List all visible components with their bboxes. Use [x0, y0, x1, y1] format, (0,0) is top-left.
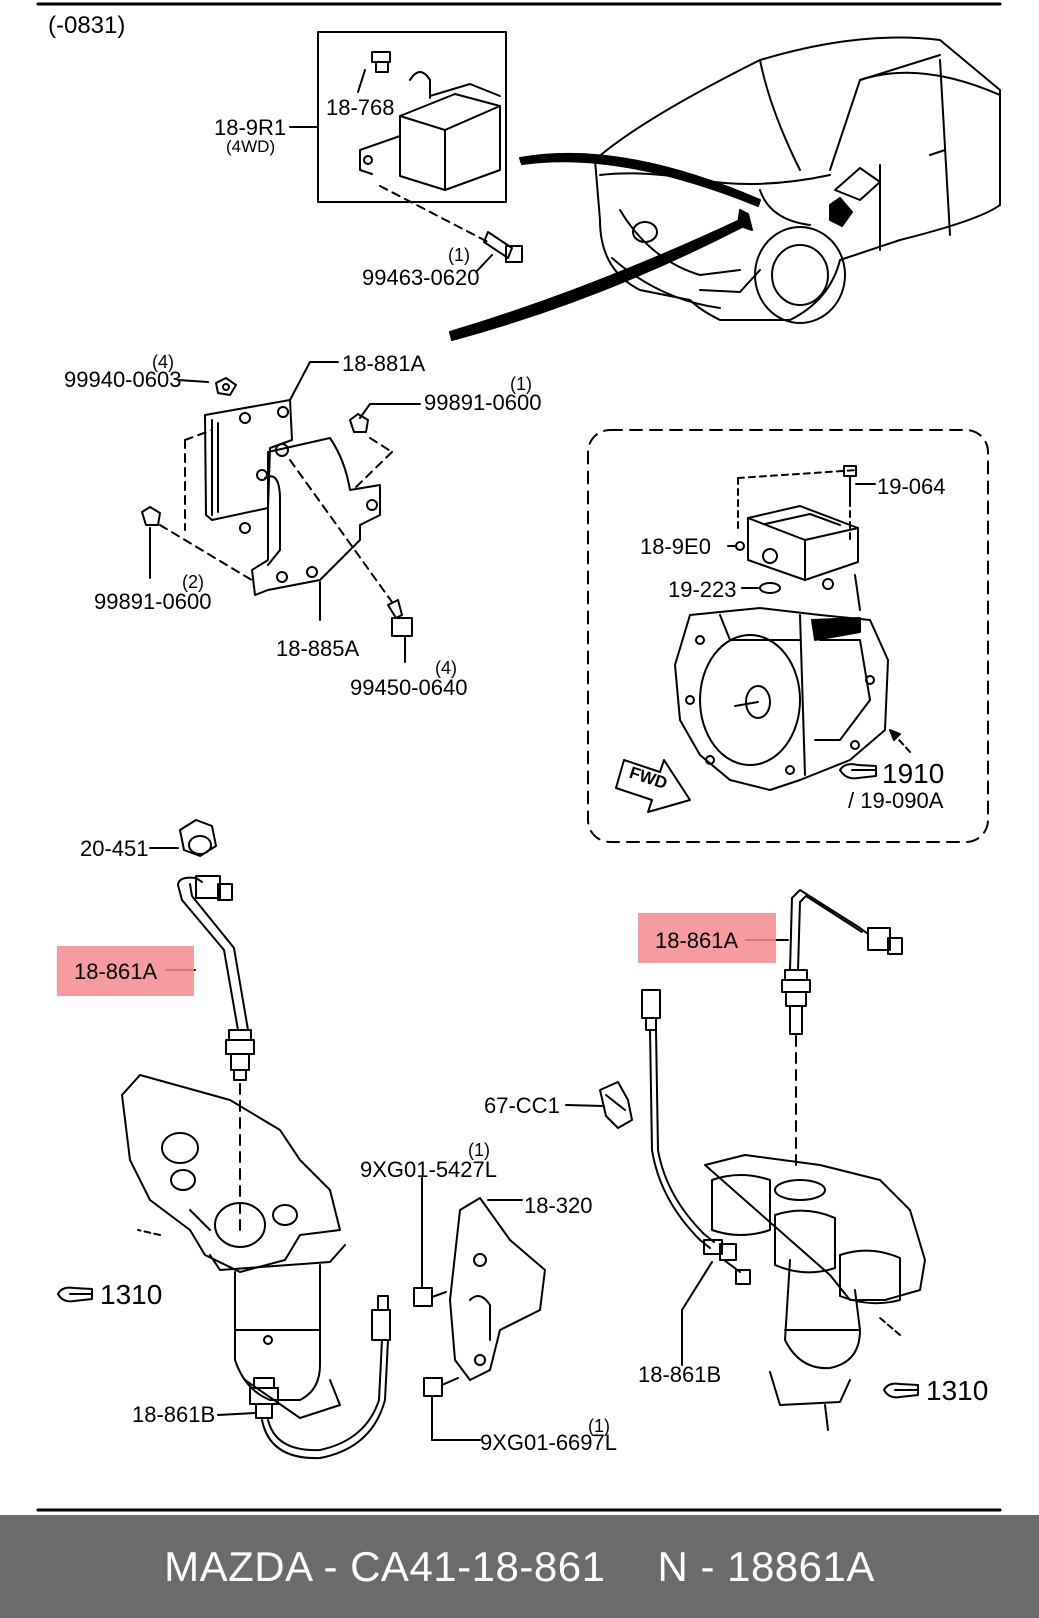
- bolt-99463-0620: [475, 231, 523, 273]
- label-18-861a-left: 18-861A: [74, 959, 158, 984]
- qty-99891-b: (2): [182, 572, 204, 592]
- ref-1910: 1910: [882, 758, 944, 789]
- pointer-stroke: [519, 152, 761, 207]
- qty-9xg01-5427l: (1): [468, 1140, 490, 1160]
- label-18-9e0: 18-9E0: [640, 534, 711, 559]
- highlight-18-861a-right: [638, 913, 776, 963]
- fwd-arrow: [615, 759, 691, 813]
- label-99463-0620: 99463-0620: [362, 265, 479, 290]
- hand-pointer-icon: [839, 763, 877, 780]
- label-99450-0640: 99450-0640: [350, 675, 467, 700]
- qty-99940: (4): [152, 352, 174, 372]
- vehicle-illustration: [594, 36, 1001, 324]
- label-99891-0600-b: 99891-0600: [94, 589, 211, 614]
- bracket-assembly: [204, 399, 381, 596]
- label-20-451: 20-451: [80, 836, 149, 861]
- heat-shield-18-320: [449, 1197, 546, 1381]
- exhaust-manifold-left: [121, 1074, 346, 1419]
- bolt-18-768: [357, 51, 391, 93]
- bolt-9xg01-6697l: [423, 1377, 459, 1397]
- label-18-881a: 18-881A: [342, 351, 426, 376]
- bolt-99450-0640: [387, 599, 413, 663]
- label-99940-0603: 99940-0603: [64, 367, 181, 392]
- label-18-320: 18-320: [524, 1193, 593, 1218]
- label-99891-0600-a: 99891-0600: [424, 390, 541, 415]
- oxygen-sensor-b-left: [249, 1295, 391, 1460]
- footer-n-code: N - 18861A: [657, 1542, 875, 1590]
- label-18-861a-right: 18-861A: [655, 928, 739, 953]
- gasket-19-223: [759, 582, 781, 594]
- bolt-9xg01-5427l: [413, 1287, 447, 1307]
- label-18-9r1: 18-9R1: [214, 115, 286, 140]
- module-mount-mark: [811, 617, 861, 641]
- label-18-861b-right: 18-861B: [638, 1362, 721, 1387]
- nut-99891-0600-lower: [141, 506, 161, 526]
- diagram-code: (-0831): [48, 12, 125, 39]
- qty-99891-a: (1): [510, 374, 532, 394]
- control-module-4wd: [359, 71, 501, 191]
- label-9xg01-5427l: 9XG01-5427L: [360, 1157, 497, 1182]
- ref-1310-right: 1310: [926, 1375, 988, 1406]
- parts-diagram: (-0831) 18-768 18-9R1 (4WD) (1) 99463-06…: [36, 2, 1002, 1512]
- qty-99463: (1): [448, 245, 470, 265]
- nut-20-451: [179, 819, 217, 857]
- label-9xg01-6697l: 9XG01-6697L: [480, 1430, 617, 1455]
- qty-9xg01-6697l: (1): [588, 1416, 610, 1436]
- footer-part-number: MAZDA - CA41-18-861: [164, 1542, 606, 1590]
- exhaust-manifold-right: [704, 1154, 926, 1431]
- oxygen-sensor-right: [781, 889, 903, 1035]
- transmission-assembly: [674, 607, 889, 791]
- highlight-18-861a-left: [57, 946, 194, 996]
- footer-bar: MAZDA - CA41-18-861 N - 18861A: [0, 1515, 1039, 1618]
- hand-pointer-icon: [57, 1286, 93, 1303]
- label-4wd: (4WD): [226, 137, 275, 156]
- ref-19-090a: / 19-090A: [848, 788, 944, 813]
- label-19-223: 19-223: [668, 577, 737, 602]
- pointer-stroke: [449, 219, 745, 341]
- oxygen-sensor-b-right: [641, 989, 751, 1285]
- oxygen-sensor-left: [177, 875, 255, 1081]
- bolt-19-064: [843, 465, 876, 501]
- ref-1310-left: 1310: [100, 1279, 162, 1310]
- nut-99940-0603: [215, 377, 237, 396]
- tcm-module-18-9e0: [735, 505, 859, 590]
- mount-location-mark: [829, 197, 853, 227]
- hand-pointer-icon: [883, 1382, 919, 1399]
- clip-67-cc1: [599, 1081, 633, 1129]
- label-18-768: 18-768: [326, 95, 395, 120]
- transmission-frame: [587, 429, 989, 843]
- label-18-885a: 18-885A: [276, 636, 360, 661]
- fwd-label: FWD: [627, 763, 670, 793]
- nut-99891-0600: [349, 413, 369, 433]
- label-18-861b-left: 18-861B: [132, 1402, 215, 1427]
- label-19-064: 19-064: [877, 474, 946, 499]
- label-67-cc1: 67-CC1: [484, 1093, 560, 1118]
- qty-99450: (4): [435, 658, 457, 678]
